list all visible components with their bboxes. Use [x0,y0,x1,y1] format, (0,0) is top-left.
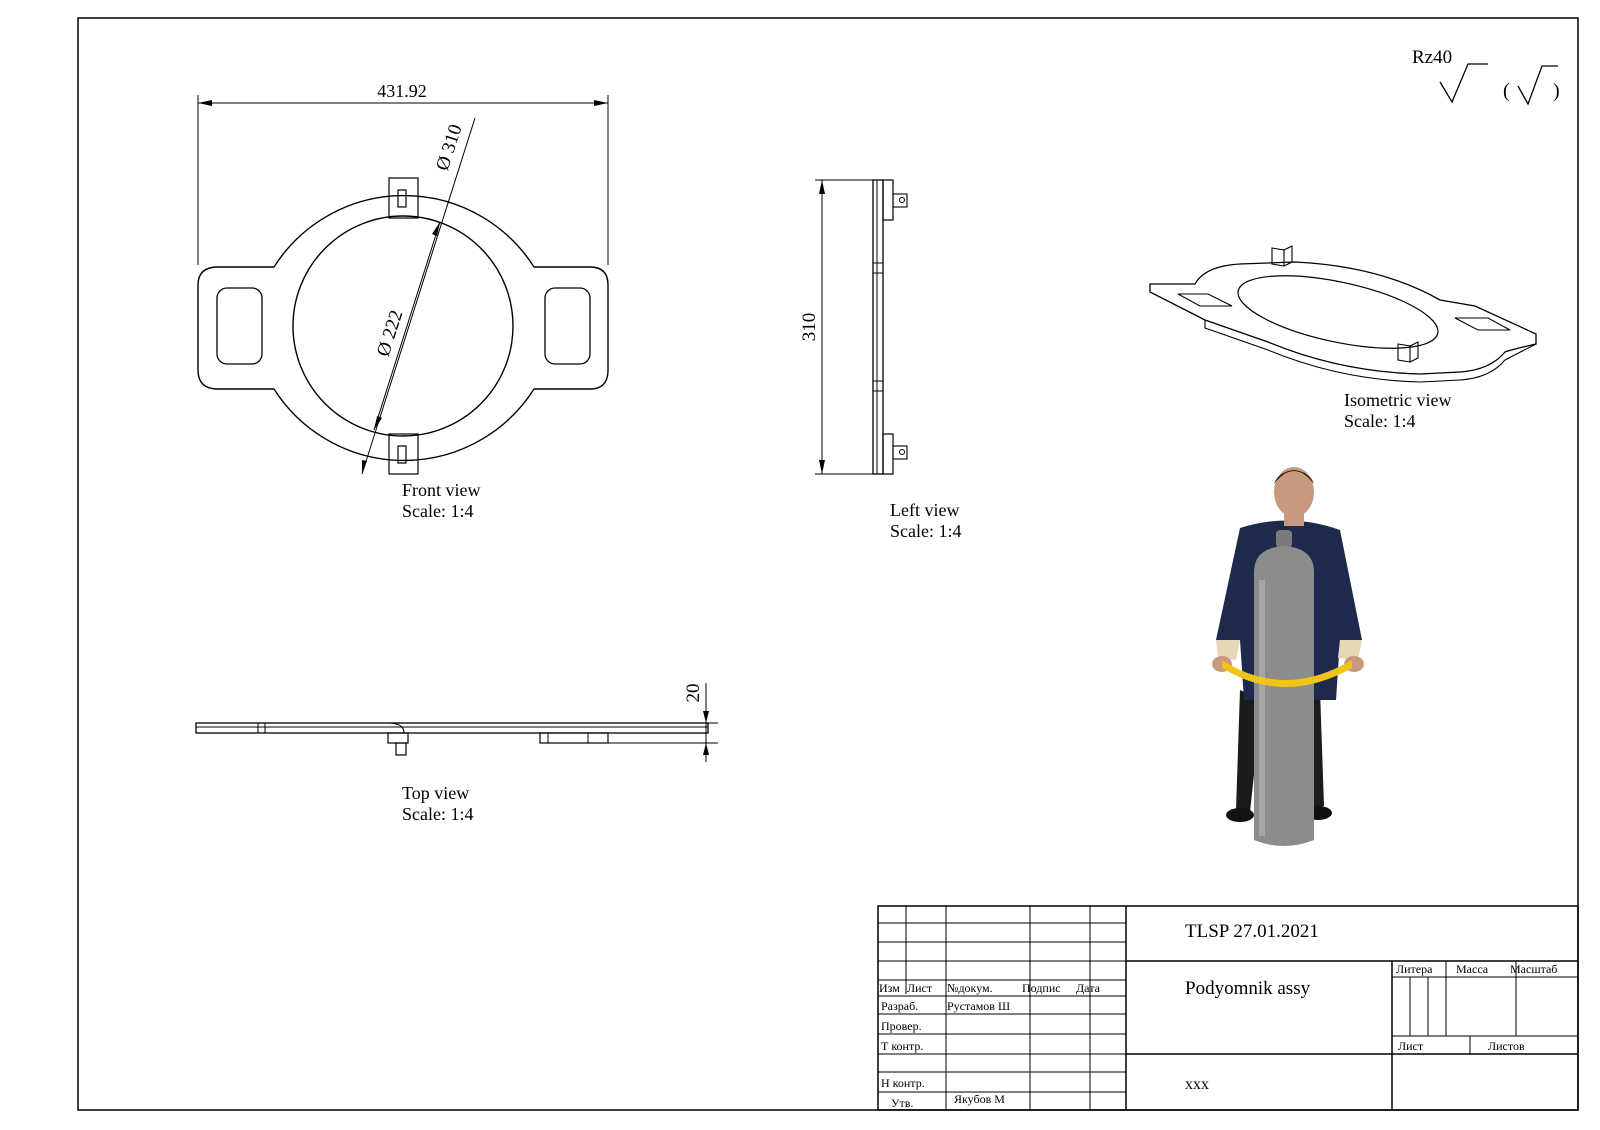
roughness-paren-close: ) [1553,80,1560,102]
isometric-view: Isometric view Scale: 1:4 [1149,245,1537,431]
col-sign: Подпис [1022,981,1061,995]
isometric-tab-front [1397,341,1419,363]
top-view-label: Top view [402,783,469,803]
left-handle-slot [216,287,263,365]
row-tkontr: Т контр. [881,1039,923,1053]
left-view-tab-bottom [892,445,908,460]
material-field: xxx [1185,1076,1209,1093]
front-view-inner-hole [292,215,514,437]
dim-inner-diameter: 222 [379,308,408,342]
row-nkontr: Н контр. [881,1076,925,1090]
roughness-paren-open: ( [1503,80,1510,102]
roughness-value: Rz40 [1412,47,1452,68]
masshtab-header: Масштаб [1510,962,1557,976]
litera-header: Литера [1396,962,1433,976]
left-view-plate [872,179,884,475]
dim-outer-diameter: 310 [438,122,467,156]
top-view-scale: Scale: 1:4 [402,804,473,824]
sheet-border [77,17,1579,1111]
isometric-outline [1149,261,1537,375]
row-razrab: Разраб. [881,999,918,1013]
left-view-label: Left view [890,500,959,520]
isometric-left-slot [1177,293,1233,307]
top-view-tab [395,742,407,756]
dia-symbol-outer: Ø [432,154,456,174]
isometric-tab-back [1271,245,1293,267]
doc-code: TLSP 27.01.2021 [1185,921,1319,942]
front-view-outline [197,194,609,462]
dim-width-value: 431.92 [377,81,427,101]
col-date: Дата [1076,981,1101,995]
dim-thickness-value: 20 [683,684,704,703]
front-view: 431.92 Ø 310 Ø 222 Front view Scale: 1:4 [197,81,609,521]
isometric-hole [1237,275,1439,349]
title-block: Изм Лист №докум. Подпис Дата Разраб. Рус… [877,905,1579,1111]
sheet-label: Лист [1398,1039,1424,1053]
col-doc-no: №докум. [947,981,993,995]
dia-symbol-inner: Ø [373,339,397,359]
isometric-view-label: Isometric view [1344,390,1451,410]
left-view-scale: Scale: 1:4 [890,521,961,541]
drawing-title: Podyomnik assy [1185,978,1311,999]
right-handle-slot [544,287,591,365]
massa-header: Масса [1456,962,1489,976]
top-view-plate [195,722,709,734]
razrab-name: Рустамов Ш [947,999,1010,1013]
col-izm: Изм [879,981,900,995]
isometric-right-slot [1454,317,1511,331]
top-view: 20 Top view Scale: 1:4 [195,683,718,824]
isometric-view-scale: Scale: 1:4 [1344,411,1415,431]
row-prover: Провер. [881,1019,922,1033]
bottom-tab [388,433,419,475]
person-carrying-gas-cylinder-photo [1212,467,1364,846]
sheets-label: Листов [1488,1039,1525,1053]
col-list: Лист [907,981,933,995]
top-tab [388,177,419,219]
front-view-scale: Scale: 1:4 [402,501,473,521]
row-utv: Утв. [891,1096,913,1110]
front-view-label: Front view [402,480,481,500]
left-view: 310 Left view Scale: 1:4 [799,179,961,541]
left-view-tab-top [892,193,908,208]
utv-name: Якубов М [954,1092,1005,1106]
dim-height-value: 310 [799,313,820,342]
surface-roughness-symbol: Rz40 ( ) [1412,47,1560,106]
